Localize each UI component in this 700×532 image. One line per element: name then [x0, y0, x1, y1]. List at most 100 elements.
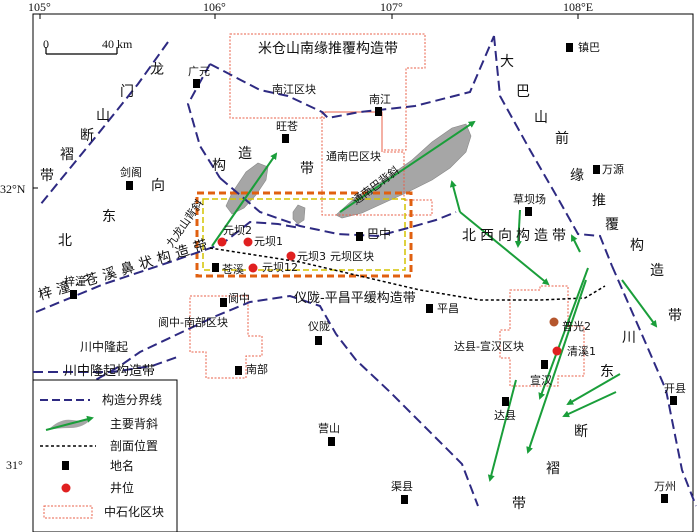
legend-well-label: 井位	[110, 480, 134, 495]
place-labels: 广元 旺苍 南江 镇巴 万源 剑阁 草坝场 巴中 梓潼 苍溪 阆中 平昌 仪陇 …	[64, 40, 686, 493]
anticline-axes	[211, 120, 658, 482]
legend-boundary-label: 构造分界线	[102, 392, 162, 407]
zone-chuanzhong-uplift: 川中隆起	[80, 339, 128, 354]
legend-anticline-arrow	[45, 415, 94, 431]
zone-lms-4: 断	[80, 128, 94, 144]
legend-well-symbol	[61, 483, 71, 493]
well-markers	[217, 237, 562, 356]
legend-box	[32, 379, 178, 532]
axis-nw-3	[514, 209, 522, 248]
lat-32: 32°N	[0, 182, 26, 196]
legend-block-label: 中石化区块	[104, 504, 164, 519]
zone-dbs-6: 推	[592, 193, 606, 209]
zone-cd-3: 断	[574, 424, 588, 440]
well-puguang2	[549, 317, 559, 327]
boundary-chuandong	[611, 265, 697, 507]
zone-north-west: 北西向构造带	[462, 228, 570, 244]
zone-lms-6: 带	[40, 168, 54, 184]
small-anticline-body	[292, 204, 306, 225]
coordinate-grid: 105° 106° 107° 108°E 32°N 31°	[0, 0, 593, 472]
axis-nw-1	[449, 180, 461, 213]
boundary-chuanzhong-north	[53, 294, 479, 507]
scale-bar: 0 40 km	[43, 37, 133, 55]
axis-chuandong-5	[566, 373, 621, 405]
place-jiange: 剑阁	[120, 165, 142, 179]
axis-chuandong-3	[487, 379, 517, 482]
scale-end: 40 km	[102, 37, 133, 51]
label-yuanba-block: 元坝区块	[330, 249, 374, 263]
place-marker-guangyuan	[193, 79, 200, 88]
place-daxian: 达县	[494, 409, 516, 422]
zone-dbs-8: 构	[630, 238, 644, 254]
place-marker-kaixian	[670, 396, 677, 405]
jiulongshan-anticline-body	[225, 162, 269, 215]
label-daxian-xuanhan-block: 达县-宣汉区块	[454, 339, 524, 353]
place-marker-wanyuan	[593, 165, 600, 174]
map-frame	[32, 13, 694, 532]
zone-jl-3: 带	[300, 161, 314, 177]
zone-cd-1: 川	[622, 330, 636, 346]
label-well-yuanba2: 元坝2	[223, 223, 252, 237]
zone-cd-2: 东	[600, 364, 614, 380]
place-nanbu: 南部	[246, 362, 268, 376]
place-marker-jiange	[126, 181, 133, 190]
zone-lms-2: 门	[120, 84, 134, 100]
tongnanba-block-outline	[321, 111, 433, 216]
label-well-puguang2: 普光2	[562, 319, 591, 333]
place-wanzhou: 万州	[654, 480, 676, 493]
zone-dbs-4: 前	[555, 130, 569, 147]
place-marker-wangcang	[282, 134, 289, 143]
well-labels: 元坝2 元坝1 元坝3 元坝12 普光2 清溪1	[223, 223, 596, 358]
axis-nw-2	[459, 211, 550, 286]
well-yuanba2	[217, 237, 227, 247]
sinopec-blocks	[189, 33, 585, 387]
axis-chuandong-4	[621, 279, 658, 328]
yuanba-block-outline	[195, 191, 413, 278]
zone-micangshan: 米仓山南缘推覆构造带	[258, 41, 398, 57]
lat-31: 31°	[6, 458, 23, 472]
label-tongnanba-block: 通南巴区块	[326, 150, 381, 163]
lon-107: 107°	[380, 0, 403, 14]
langzhong-nanbu-block-outline	[189, 295, 263, 379]
zone-jl-2: 造	[238, 146, 252, 162]
zone-dbs-3: 山	[534, 110, 548, 126]
boundary-longmenshan	[39, 41, 169, 206]
place-marker-daxian	[502, 397, 509, 406]
zone-chuanzhong-belt: 川中隆起构造带	[64, 364, 155, 379]
well-yuanba3	[286, 251, 296, 261]
place-yilong: 仪陇	[308, 319, 330, 333]
place-marker-bazhong	[356, 232, 363, 241]
place-marker-zhenba	[566, 43, 573, 52]
place-marker-zitong	[70, 290, 77, 299]
lon-106: 106°	[203, 0, 226, 14]
place-wangcang: 旺苍	[276, 120, 298, 133]
zone-lms-1: 龙	[150, 62, 164, 78]
well-qingxi1	[552, 346, 562, 356]
scale-start: 0	[43, 37, 49, 51]
axis-chuandong-2	[526, 279, 587, 454]
place-bazhong: 巴中	[367, 226, 391, 241]
tectonic-boundaries	[33, 35, 697, 507]
lon-105: 105°	[28, 0, 51, 14]
block-labels: 南江区块 通南巴区块 元坝区块 阆中-南部区块 达县-宣汉区块	[158, 83, 524, 353]
place-yingshan: 营山	[318, 421, 340, 435]
place-cangxi: 苍溪	[222, 263, 244, 276]
place-xuanhan: 宣汉	[530, 373, 552, 387]
label-well-yuanba1: 元坝1	[254, 234, 283, 248]
zone-dbs-10: 带	[668, 308, 682, 324]
label-well-yuanba3: 元坝3	[297, 249, 326, 263]
boundary-micangshan	[209, 35, 495, 120]
place-markers	[70, 43, 677, 504]
place-marker-pingchang	[426, 304, 433, 313]
profile-line	[209, 247, 606, 301]
legend-profile-label: 剖面位置	[110, 438, 158, 453]
place-quxian: 渠县	[391, 480, 413, 493]
zone-dbs-1: 大	[500, 54, 514, 70]
boundary-dabashan	[493, 35, 613, 267]
zone-cd-5: 带	[512, 496, 526, 512]
place-pingchang: 平昌	[437, 302, 459, 315]
place-wanyuan: 万源	[602, 162, 624, 176]
daxian-xuanhan-block-outline	[499, 285, 585, 387]
place-marker-cangxi	[212, 263, 219, 272]
